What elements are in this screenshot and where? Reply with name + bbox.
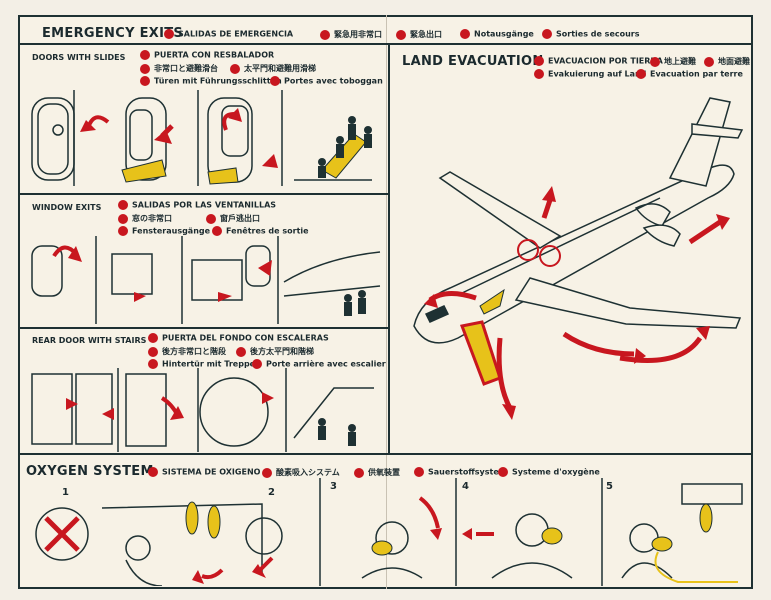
window-rule <box>18 327 389 329</box>
header-lang-zh: 緊急出口 <box>396 29 442 40</box>
window-title: WINDOW EXITS <box>32 203 102 212</box>
doors-lang-fr: Portes avec toboggan <box>270 76 383 86</box>
oxygen-lang-zh: 供氧裝置 <box>354 467 400 478</box>
oxygen-step-3: 3 <box>330 481 337 492</box>
oxygen-lang-de: Sauerstoffsystem <box>414 467 507 477</box>
oxygen-title: OXYGEN SYSTEM <box>26 464 154 479</box>
oxygen-step-5: 5 <box>606 481 613 492</box>
window-lang-fr: Fenêtres de sortie <box>212 226 309 236</box>
land-lang-zh: 地面避難 <box>704 56 750 67</box>
rear-lang-ja: 後方非常口と階段 <box>148 346 226 357</box>
doors-lang-de: Türen mit Führungsschlitten <box>140 76 282 86</box>
rear-lang-fr: Porte arrière avec escalier <box>252 359 386 369</box>
header-lang-es: SALIDAS DE EMERGENCIA <box>164 29 293 39</box>
rear-title: REAR DOOR WITH STAIRS <box>32 336 147 345</box>
rear-lang-zh: 後方太平門和階梯 <box>236 346 314 357</box>
fold-line <box>386 15 387 589</box>
oxygen-illustrations <box>35 478 743 586</box>
doors-rule <box>18 193 389 195</box>
oxygen-step-1: 1 <box>62 487 69 498</box>
header-rule <box>18 43 753 45</box>
window-lang-es: SALIDAS POR LAS VENTANILLAS <box>118 200 276 210</box>
oxygen-lang-es: SISTEMA DE OXIGENO <box>148 467 260 477</box>
window-lang-zh: 窗戶逃出口 <box>206 213 260 224</box>
rear-lang-de: Hintertür mit Treppen <box>148 359 261 369</box>
doors-lang-es: PUERTA CON RESBALADOR <box>140 50 274 60</box>
window-illustrations <box>31 236 381 324</box>
window-lang-ja: 窓の非常口 <box>118 213 172 224</box>
header-lang-fr: Sorties de secours <box>542 29 640 39</box>
window-lang-de: Fensterausgänge <box>118 226 210 236</box>
airplane-diagram <box>413 97 744 420</box>
rear-lang-es: PUERTA DEL FONDO CON ESCALERAS <box>148 333 329 343</box>
header-lang-ja: 緊急用非常口 <box>320 29 382 40</box>
land-lang-fr: Evacuation par terre <box>636 69 743 79</box>
oxygen-step-4: 4 <box>462 481 469 492</box>
column-divider <box>388 43 390 453</box>
doors-lang-ja: 非常口と避難滑台 <box>140 63 218 74</box>
oxygen-rule <box>18 453 753 455</box>
oxygen-lang-fr: Systeme d'oxygène <box>498 467 600 477</box>
emergency-exits-title: EMERGENCY EXITS <box>42 26 184 41</box>
land-lang-ja: 地上避難 <box>650 56 696 67</box>
doors-lang-zh: 太平門和避難用滑梯 <box>230 63 316 74</box>
rear-illustrations <box>31 368 374 452</box>
oxygen-lang-ja: 酸素吸入システム <box>262 467 340 478</box>
doors-title: DOORS WITH SLIDES <box>32 53 126 62</box>
header-lang-de: Notausgänge <box>460 29 534 39</box>
land-title: LAND EVACUATION <box>402 54 544 69</box>
doors-illustrations <box>31 90 372 186</box>
land-lang-es: EVACUACION POR TIERRA <box>534 56 663 66</box>
land-lang-de: Evakuierung auf Land <box>534 69 646 79</box>
oxygen-step-2: 2 <box>268 487 275 498</box>
